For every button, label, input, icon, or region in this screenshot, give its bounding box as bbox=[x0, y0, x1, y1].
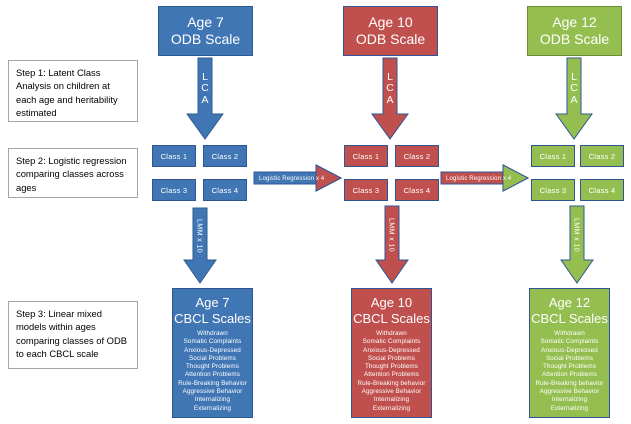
cbcl-scale-item: Rule-Breaking behavior bbox=[357, 379, 426, 387]
cbcl-scale-item: Social Problems bbox=[545, 354, 593, 362]
cbcl-scale-item: Externalizing bbox=[550, 404, 589, 412]
cbcl-scale-item: Somatic Complaints bbox=[183, 338, 242, 346]
cbcl-scale-list-age7: Withdrawn Somatic Complaints Anxious-Dep… bbox=[178, 330, 247, 413]
cbcl-scale-item: Internalizing bbox=[194, 396, 231, 404]
odb-box-age12[interactable]: Age 12 ODB Scale bbox=[527, 6, 622, 56]
cbcl-scale-item: Social Problems bbox=[367, 354, 415, 362]
class-box-age7-2[interactable]: Class 2 bbox=[203, 145, 247, 167]
cbcl-scale-item: Thought Problems bbox=[364, 363, 419, 371]
cbcl-scales-label: CBCL Scales bbox=[174, 310, 251, 326]
class-box-age12-4[interactable]: Class 4 bbox=[580, 179, 624, 201]
cbcl-scales-label: CBCL Scales bbox=[531, 310, 608, 326]
class-box-age12-1[interactable]: Class 1 bbox=[531, 145, 575, 167]
cbcl-box-age12[interactable]: Age 12 CBCL Scales Withdrawn Somatic Com… bbox=[529, 288, 610, 418]
class-box-age10-1[interactable]: Class 1 bbox=[344, 145, 388, 167]
class-box-age12-3[interactable]: Class 3 bbox=[531, 179, 575, 201]
cbcl-scale-list-age12: Withdrawn Somatic Complaints Anxious-Dep… bbox=[535, 330, 603, 413]
cbcl-scale-item: Withdrawn bbox=[376, 330, 407, 337]
cbcl-scale-item: Rule-Breaking Behavior bbox=[178, 379, 247, 387]
class-box-age7-4[interactable]: Class 4 bbox=[203, 179, 247, 201]
odb-scale-label: ODB Scale bbox=[170, 31, 241, 47]
cbcl-box-age7[interactable]: Age 7 CBCL Scales Withdrawn Somatic Comp… bbox=[172, 288, 253, 418]
odb-age-label: Age 10 bbox=[368, 14, 413, 30]
cbcl-scale-item: Anxious-Depressed bbox=[184, 346, 241, 354]
class-box-age10-3[interactable]: Class 3 bbox=[344, 179, 388, 201]
cbcl-scale-item: Externalizing bbox=[372, 404, 411, 412]
odb-scale-label: ODB Scale bbox=[539, 31, 610, 47]
cbcl-scale-item: Attention Problems bbox=[541, 371, 597, 379]
cbcl-scale-item: Attention Problems bbox=[184, 371, 240, 379]
odb-box-age7[interactable]: Age 7 ODB Scale bbox=[158, 6, 253, 56]
cbcl-scale-item: Withdrawn bbox=[197, 330, 228, 337]
cbcl-scale-item: Aggressive Behavior bbox=[361, 388, 422, 396]
cbcl-scale-item: Externalizing bbox=[193, 404, 232, 412]
class-box-age12-2[interactable]: Class 2 bbox=[580, 145, 624, 167]
odb-age-label: Age 12 bbox=[552, 14, 597, 30]
cbcl-age-label: Age 7 bbox=[195, 295, 230, 310]
cbcl-box-age10[interactable]: Age 10 CBCL Scales Withdrawn Somatic Com… bbox=[351, 288, 432, 418]
cbcl-scale-item: Aggressive Behavior bbox=[539, 388, 600, 396]
logistic-regression-arrow-1[interactable]: Logistic Regression x 4 bbox=[253, 164, 343, 192]
lmm-arrow-age7: LMM x 10 bbox=[183, 207, 217, 284]
cbcl-scale-item: Aggressive Behavior bbox=[182, 388, 243, 396]
cbcl-scale-item: Thought Problems bbox=[185, 363, 240, 371]
cbcl-scales-label: CBCL Scales bbox=[353, 310, 430, 326]
lca-arrow-age12: L C A bbox=[555, 57, 593, 140]
odb-age-label: Age 7 bbox=[187, 14, 224, 30]
cbcl-age-label: Age 12 bbox=[548, 295, 591, 310]
logistic-regression-arrow-2[interactable]: Logistic Regression x 4 bbox=[440, 164, 530, 192]
cbcl-scale-list-age10: Withdrawn Somatic Complaints Anxious-Dep… bbox=[357, 330, 425, 413]
odb-scale-label: ODB Scale bbox=[355, 31, 426, 47]
class-box-age10-2[interactable]: Class 2 bbox=[395, 145, 439, 167]
lmm-arrow-age12: LMM x 10 bbox=[560, 205, 594, 284]
step-caption-3: Step 3: Linear mixed models within ages … bbox=[8, 301, 138, 369]
cbcl-scale-item: Rule-Breaking behavior bbox=[535, 379, 604, 387]
step-caption-2: Step 2: Logistic regression comparing cl… bbox=[8, 148, 138, 198]
step-caption-1: Step 1: Latent Class Analysis on childre… bbox=[8, 60, 138, 122]
cbcl-scale-item: Somatic Complaints bbox=[362, 338, 421, 346]
cbcl-scale-item: Attention Problems bbox=[363, 371, 419, 379]
odb-box-age10[interactable]: Age 10 ODB Scale bbox=[343, 6, 438, 56]
cbcl-scale-item: Somatic Complaints bbox=[540, 338, 599, 346]
cbcl-scale-item: Withdrawn bbox=[554, 330, 585, 337]
cbcl-scale-item: Internalizing bbox=[551, 396, 588, 404]
cbcl-scale-item: Internalizing bbox=[373, 396, 410, 404]
cbcl-scale-item: Anxious-Depressed bbox=[541, 346, 598, 354]
lmm-arrow-age10: LMM x 10 bbox=[375, 205, 409, 284]
class-box-age7-3[interactable]: Class 3 bbox=[152, 179, 196, 201]
cbcl-scale-item: Anxious-Depressed bbox=[363, 346, 420, 354]
lca-arrow-age7: L C A bbox=[186, 57, 224, 140]
cbcl-scale-item: Social Problems bbox=[188, 354, 236, 362]
class-box-age7-1[interactable]: Class 1 bbox=[152, 145, 196, 167]
cbcl-scale-item: Thought Problems bbox=[542, 363, 597, 371]
cbcl-age-label: Age 10 bbox=[370, 295, 413, 310]
lca-arrow-age10: L C A bbox=[371, 57, 409, 140]
class-box-age10-4[interactable]: Class 4 bbox=[395, 179, 439, 201]
